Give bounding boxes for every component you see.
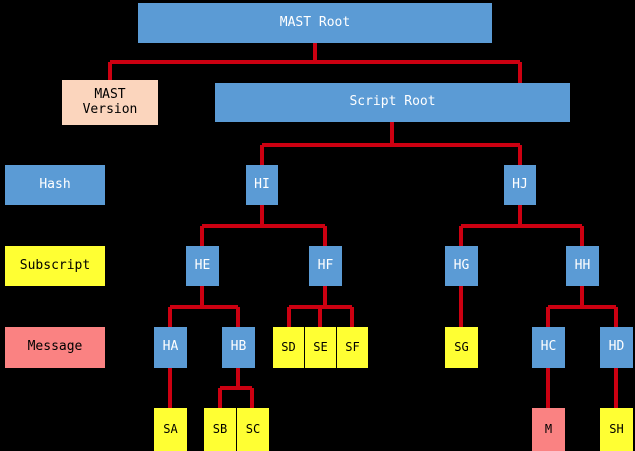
node-hc[interactable]: HC [532,327,565,368]
node-mast-version[interactable]: MAST Version [62,80,158,125]
node-hi[interactable]: HI [246,165,278,205]
node-sd[interactable]: SD [273,327,304,368]
node-hh[interactable]: HH [566,246,599,286]
node-sf[interactable]: SF [337,327,368,368]
node-hf[interactable]: HF [309,246,342,286]
node-mast-root[interactable]: MAST Root [138,3,492,43]
node-se[interactable]: SE [305,327,336,368]
node-hj[interactable]: HJ [504,165,536,205]
legend-item-subscript: Subscript [5,246,105,286]
legend-item-hash: Hash [5,165,105,205]
node-sc[interactable]: SC [237,408,269,451]
node-he[interactable]: HE [186,246,219,286]
node-ha[interactable]: HA [154,327,187,368]
node-sh[interactable]: SH [600,408,633,451]
node-sa[interactable]: SA [154,408,187,451]
node-hd[interactable]: HD [600,327,633,368]
node-hg[interactable]: HG [445,246,478,286]
node-script-root[interactable]: Script Root [215,83,570,122]
node-sb[interactable]: SB [204,408,236,451]
node-sg[interactable]: SG [445,327,478,368]
node-hb[interactable]: HB [222,327,255,368]
legend-item-message: Message [5,327,105,368]
node-m[interactable]: M [532,408,565,451]
